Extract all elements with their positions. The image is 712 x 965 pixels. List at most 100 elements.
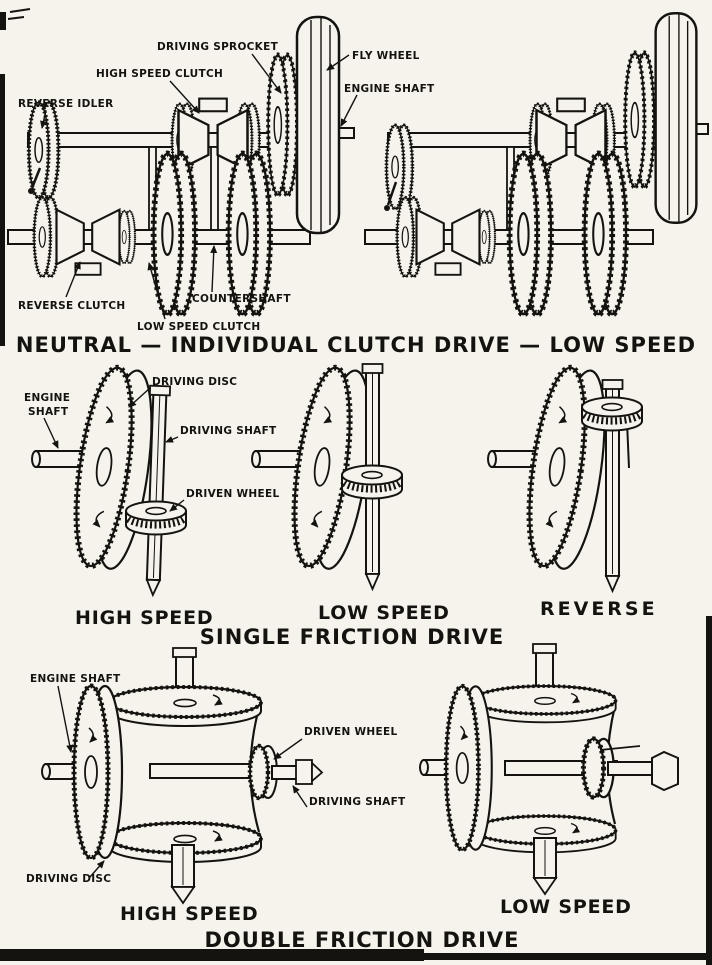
driving-disc: [74, 686, 122, 858]
leader-driving-disc: [128, 387, 151, 408]
label-reverse-clutch: REVERSE CLUTCH: [18, 300, 125, 312]
label-driven-wheel: DRIVEN WHEEL: [304, 726, 397, 738]
scan-edge-bottom-right: [424, 953, 712, 960]
single-friction-drive-figure: ENGINE SHAFT DRIVING DISC DRIVING SHAFT …: [24, 363, 658, 649]
label-fly-wheel: FLY WHEEL: [352, 50, 420, 62]
top-friction-disc: [109, 687, 261, 726]
top-friction-disc: [474, 686, 615, 722]
caption-single-friction-drive: SINGLE FRICTION DRIVE: [200, 625, 504, 649]
caption-reverse: REVERSE: [540, 598, 658, 620]
idler-crank-knob: [28, 188, 34, 194]
leader-reverse-idler: [40, 109, 47, 129]
driven-wheel: [342, 466, 402, 499]
leader-lines: [43, 387, 185, 512]
double-friction-low-speed-unit: [419, 643, 679, 896]
label-countershaft: COUNTERSHAFT: [192, 293, 291, 305]
leader-engine-shaft: [43, 417, 59, 449]
reverse-gear: [117, 209, 137, 265]
inner-shaft: [149, 763, 259, 779]
reverse-gear: [32, 195, 61, 279]
shaft-end: [419, 759, 429, 776]
leader-high-speed-clutch: [169, 80, 200, 114]
driving-disc: [519, 365, 614, 573]
flywheel: [295, 15, 341, 235]
leader-driving-sprocket: [251, 53, 282, 94]
engine-shaft: [491, 450, 537, 468]
clutch-drive-low-speed-unit: [364, 12, 709, 314]
leader-driving-shaft: [292, 785, 308, 808]
shaft-tip: [170, 886, 196, 905]
shaft-cap: [148, 384, 172, 397]
leader-engine-shaft: [340, 94, 358, 127]
label-low-speed-clutch: LOW SPEED CLUTCH: [137, 321, 260, 333]
hex-end: [651, 750, 679, 792]
label-driving-disc: DRIVING DISC: [152, 376, 237, 388]
label-driving-shaft: DRIVING SHAFT: [309, 796, 406, 808]
shaft-tip: [145, 578, 162, 598]
idler-crank: [386, 181, 398, 206]
scan-edge-right: [706, 616, 712, 965]
shaft-cap: [532, 643, 557, 654]
shaft-end: [487, 450, 497, 468]
caption-high-speed: HIGH SPEED: [75, 607, 213, 629]
leader-countershaft: [210, 245, 218, 293]
shaft-tip: [532, 877, 558, 896]
shaft-tip: [311, 760, 324, 783]
label-driven-wheel: DRIVEN WHEEL: [186, 488, 279, 500]
single-friction-reverse-unit: [487, 365, 642, 594]
low-speed-gear: [229, 154, 270, 314]
leader-low-speed-clutch: [147, 262, 166, 320]
engine-shaft: [255, 450, 303, 468]
label-driving-shaft: DRIVING SHAFT: [180, 425, 277, 437]
hanger-arm: [210, 146, 219, 232]
scan-edge-left-top: [0, 12, 6, 30]
driving-shaft: [271, 759, 324, 785]
scan-edge-left: [0, 74, 5, 346]
label-high-speed-clutch: HIGH SPEED CLUTCH: [96, 68, 223, 80]
leader-fly-wheel: [326, 54, 350, 71]
shaft-cap: [601, 379, 624, 390]
caption-low-speed: LOW SPEED: [318, 602, 450, 624]
label-driving-disc: DRIVING DISC: [26, 873, 111, 885]
bottom-shaft: [170, 844, 196, 905]
shaft-end: [31, 450, 41, 468]
bottom-shaft: [532, 837, 558, 896]
scan-edge-bottom: [0, 949, 424, 961]
leader-driven-wheel: [169, 499, 185, 512]
leader-lines: [40, 53, 358, 320]
caption-high-speed: HIGH SPEED: [120, 903, 258, 925]
driven-wheel: [582, 398, 642, 431]
single-friction-high-speed-unit: [31, 365, 186, 598]
label-engine-shaft-line1: ENGINE: [24, 392, 70, 404]
driving-disc: [446, 686, 492, 849]
double-friction-high-speed-unit: [41, 647, 324, 905]
leader-engine-shaft: [57, 685, 74, 753]
scan-mark-top-left: [7, 8, 31, 20]
low-speed-gear: [154, 154, 195, 314]
driven-wheel: [126, 502, 186, 535]
shaft-tip: [604, 575, 621, 594]
caption-low-speed: LOW SPEED: [500, 896, 632, 918]
shaft-end: [251, 450, 261, 468]
shaft-end: [41, 763, 51, 780]
shaft-cap: [361, 363, 384, 374]
caption-double-friction-drive: DOUBLE FRICTION DRIVE: [204, 928, 519, 952]
single-friction-low-speed-unit: [251, 363, 402, 592]
shaft-cap: [172, 647, 197, 658]
leader-driving-shaft: [165, 436, 179, 443]
driving-sprocket: [625, 53, 654, 186]
low-speed-gear: [510, 154, 551, 314]
clutch-drive-neutral-unit: [7, 15, 355, 314]
reverse-gear: [477, 209, 497, 265]
shaft-pin: [599, 745, 641, 751]
leader-driving-disc: [89, 860, 105, 878]
shaft-cap: [295, 759, 313, 785]
double-friction-drive-figure: ENGINE SHAFT DRIVEN WHEEL DRIVING SHAFT …: [26, 643, 679, 952]
leader-lines: [57, 685, 308, 878]
label-driving-sprocket: DRIVING SPROCKET: [157, 41, 279, 53]
flywheel: [654, 12, 698, 224]
label-engine-shaft: ENGINE SHAFT: [30, 673, 121, 685]
scan-artifacts: [0, 8, 712, 965]
shaft-tip: [364, 573, 381, 592]
